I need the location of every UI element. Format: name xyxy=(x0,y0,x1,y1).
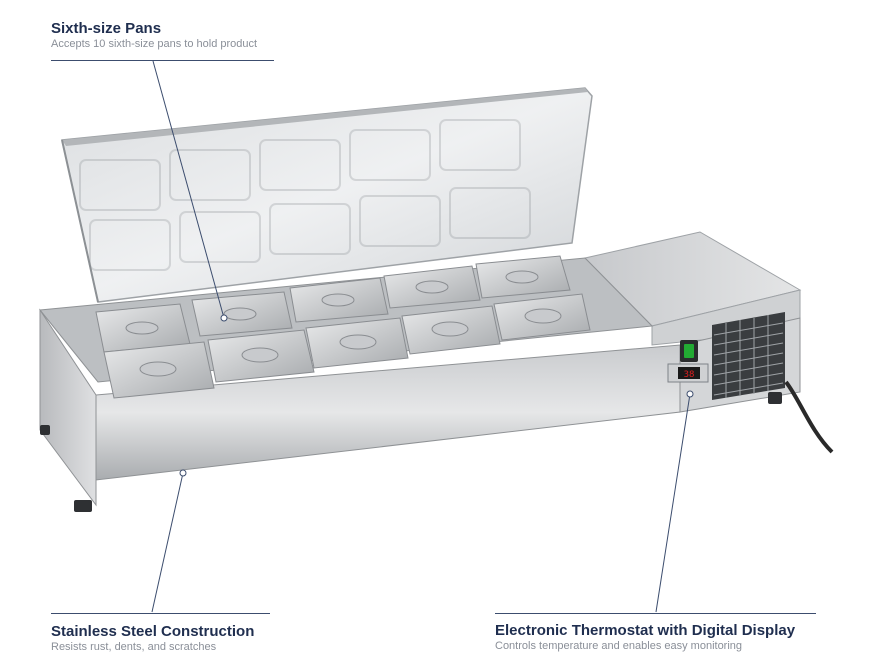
vent-grille xyxy=(712,312,785,400)
callout-title: Stainless Steel Construction xyxy=(51,623,255,640)
digital-display-icon xyxy=(678,367,700,379)
open-lid xyxy=(61,87,593,303)
power-cord xyxy=(784,380,834,454)
callout-subtitle: Controls temperature and enables easy mo… xyxy=(495,640,743,652)
steel-marker xyxy=(179,469,187,477)
callout-title: Sixth-size Pans xyxy=(51,20,162,37)
control-panel: 38 xyxy=(667,340,709,383)
pans xyxy=(95,255,591,399)
leader-lines xyxy=(151,60,691,613)
callout-rule xyxy=(51,60,274,61)
callout-subtitle: Accepts 10 sixth-size pans to hold produ… xyxy=(51,38,258,50)
callout-electronic-thermostat: Electronic Thermostat with Digital Displ… xyxy=(495,622,795,653)
power-switch-icon[interactable] xyxy=(684,344,694,358)
callout-rule xyxy=(51,613,270,614)
callout-stainless-steel: Stainless Steel Construction Resists rus… xyxy=(51,623,254,654)
svg-text:38: 38 xyxy=(684,370,695,380)
pans-marker xyxy=(220,314,228,322)
callout-subtitle: Resists rust, dents, and scratches xyxy=(51,641,217,653)
callout-rule xyxy=(495,613,816,614)
feet xyxy=(40,392,782,512)
thermostat-marker xyxy=(686,390,694,398)
left-side-panel xyxy=(39,308,97,507)
callout-title: Electronic Thermostat with Digital Displ… xyxy=(495,622,796,639)
callout-sixth-size-pans: Sixth-size Pans Accepts 10 sixth-size pa… xyxy=(51,20,257,51)
